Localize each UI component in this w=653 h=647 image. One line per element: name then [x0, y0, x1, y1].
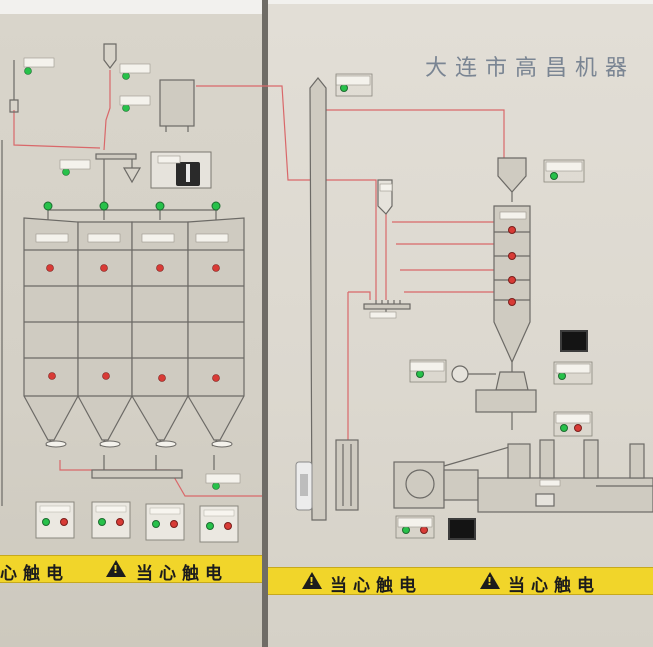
warning-text: 当心触电 [136, 564, 228, 584]
door-handle [295, 461, 313, 511]
temperature-readout-lower [448, 518, 476, 540]
warning-text: 当心触电 [330, 576, 422, 596]
silo-feed-lamps [43, 201, 221, 211]
right-control-stations [335, 73, 593, 539]
warning-strip-right: 当心触电 当心触电 [268, 567, 653, 596]
warning-triangle-icon [106, 560, 126, 577]
silo-outlet-valves [45, 440, 233, 448]
warning-text: 当心触电 [508, 576, 600, 596]
silo-2 [77, 221, 133, 441]
right-label-plates [335, 75, 591, 528]
dryer-inlet-hopper [497, 157, 527, 193]
extruder-motor [393, 461, 445, 509]
silo-level-lamps [46, 264, 220, 382]
small-cone [122, 167, 142, 184]
mixing-manifold [363, 303, 411, 310]
left-label-plates [23, 57, 241, 484]
temperature-readout-upper [560, 330, 588, 352]
blower-fan [451, 365, 469, 383]
warning-triangle-icon [480, 572, 500, 589]
silo-1 [23, 217, 79, 441]
right-pipelines [262, 85, 505, 440]
manufacturer-name: 大连市高昌机器 [425, 56, 636, 81]
top-hopper [103, 43, 117, 69]
cabinet-door-seam [262, 0, 268, 647]
screw-conveyor [91, 469, 183, 479]
right-status-lamps [340, 84, 582, 534]
left-control-stations [35, 501, 239, 543]
warning-triangle-icon [302, 572, 322, 589]
warning-text-fragment: 心触电 [0, 564, 69, 584]
warning-strip-left: 心触电 当心触电 [0, 555, 262, 584]
radiator-unit [335, 439, 359, 511]
bucket-elevator [309, 77, 327, 521]
right-equipment-outline [309, 77, 653, 521]
filter-box [159, 79, 195, 127]
left-equipment-outline [1, 43, 245, 506]
extruder-barrel [477, 477, 653, 513]
silo-group [23, 217, 245, 441]
silo-3 [131, 221, 189, 441]
silo-4 [187, 217, 245, 441]
feeder-unit [475, 389, 537, 413]
distributor-bar [95, 153, 137, 160]
